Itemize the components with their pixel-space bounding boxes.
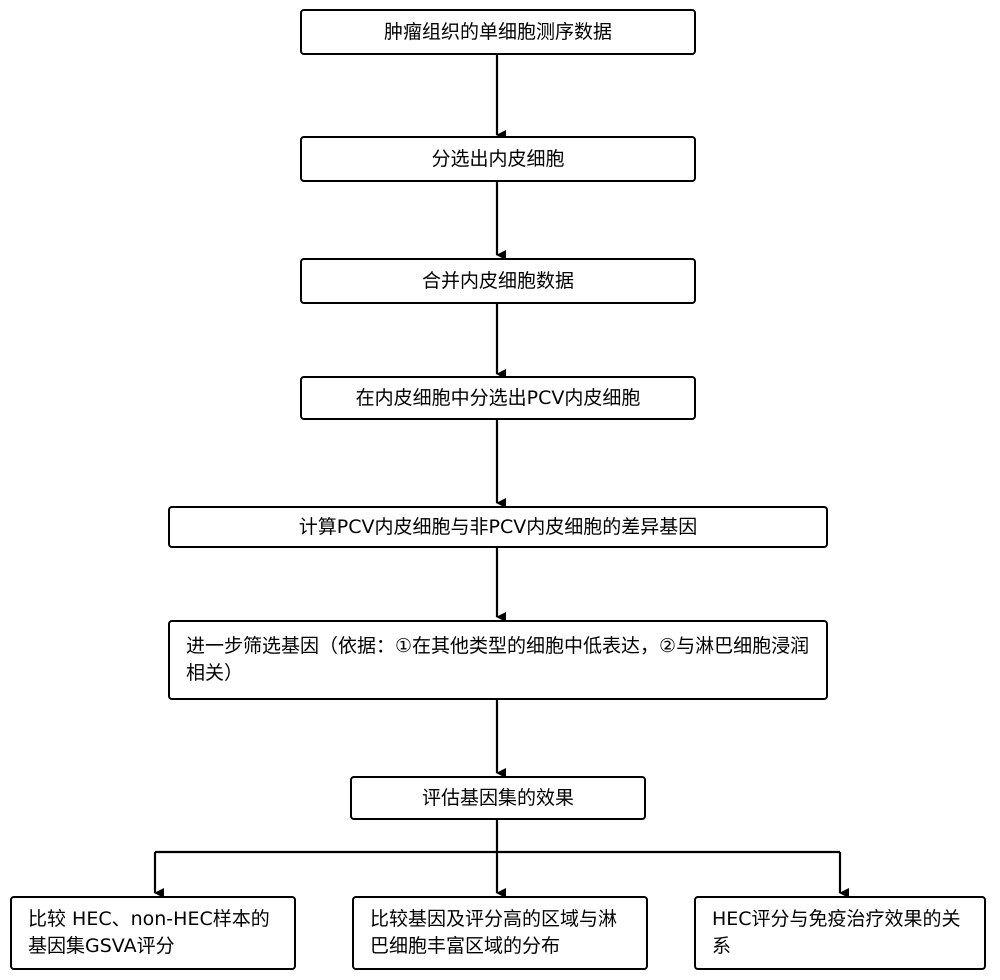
branch-1-box: 比较 HEC、non-HEC样本的基因集GSVA评分 (10, 896, 296, 970)
step-6-box: 进一步筛选基因（依据：①在其他类型的细胞中低表达，②与淋巴细胞浸润相关） (168, 620, 828, 700)
step-3-label: 合并内皮细胞数据 (421, 269, 574, 292)
step-7-box: 评估基因集的效果 (350, 776, 646, 820)
step-4-box: 在内皮细胞中分选出PCV内皮细胞 (300, 376, 696, 420)
branch-3-box: HEC评分与免疫治疗效果的关系 (694, 896, 986, 970)
branch-1-label: 比较 HEC、non-HEC样本的基因集GSVA评分 (28, 908, 270, 957)
step-6-label: 进一步筛选基因（依据：①在其他类型的细胞中低表达，②与淋巴细胞浸润相关） (186, 635, 810, 684)
branch-2-label: 比较基因及评分高的区域与淋巴细胞丰富区域的分布 (370, 908, 618, 957)
branch-3-label: HEC评分与免疫治疗效果的关系 (712, 908, 961, 957)
step-5-label: 计算PCV内皮细胞与非PCV内皮细胞的差异基因 (298, 515, 698, 538)
step-1-box: 肿瘤组织的单细胞测序数据 (300, 9, 696, 55)
step-2-label: 分选出内皮细胞 (431, 147, 565, 170)
step-1-label: 肿瘤组织的单细胞测序数据 (383, 20, 612, 43)
step-3-box: 合并内皮细胞数据 (300, 258, 696, 304)
step-5-box: 计算PCV内皮细胞与非PCV内皮细胞的差异基因 (168, 506, 828, 548)
step-2-box: 分选出内皮细胞 (300, 136, 696, 182)
step-4-label: 在内皮细胞中分选出PCV内皮细胞 (355, 386, 641, 409)
step-7-label: 评估基因集的效果 (421, 786, 574, 809)
branch-2-box: 比较基因及评分高的区域与淋巴细胞丰富区域的分布 (352, 896, 648, 970)
